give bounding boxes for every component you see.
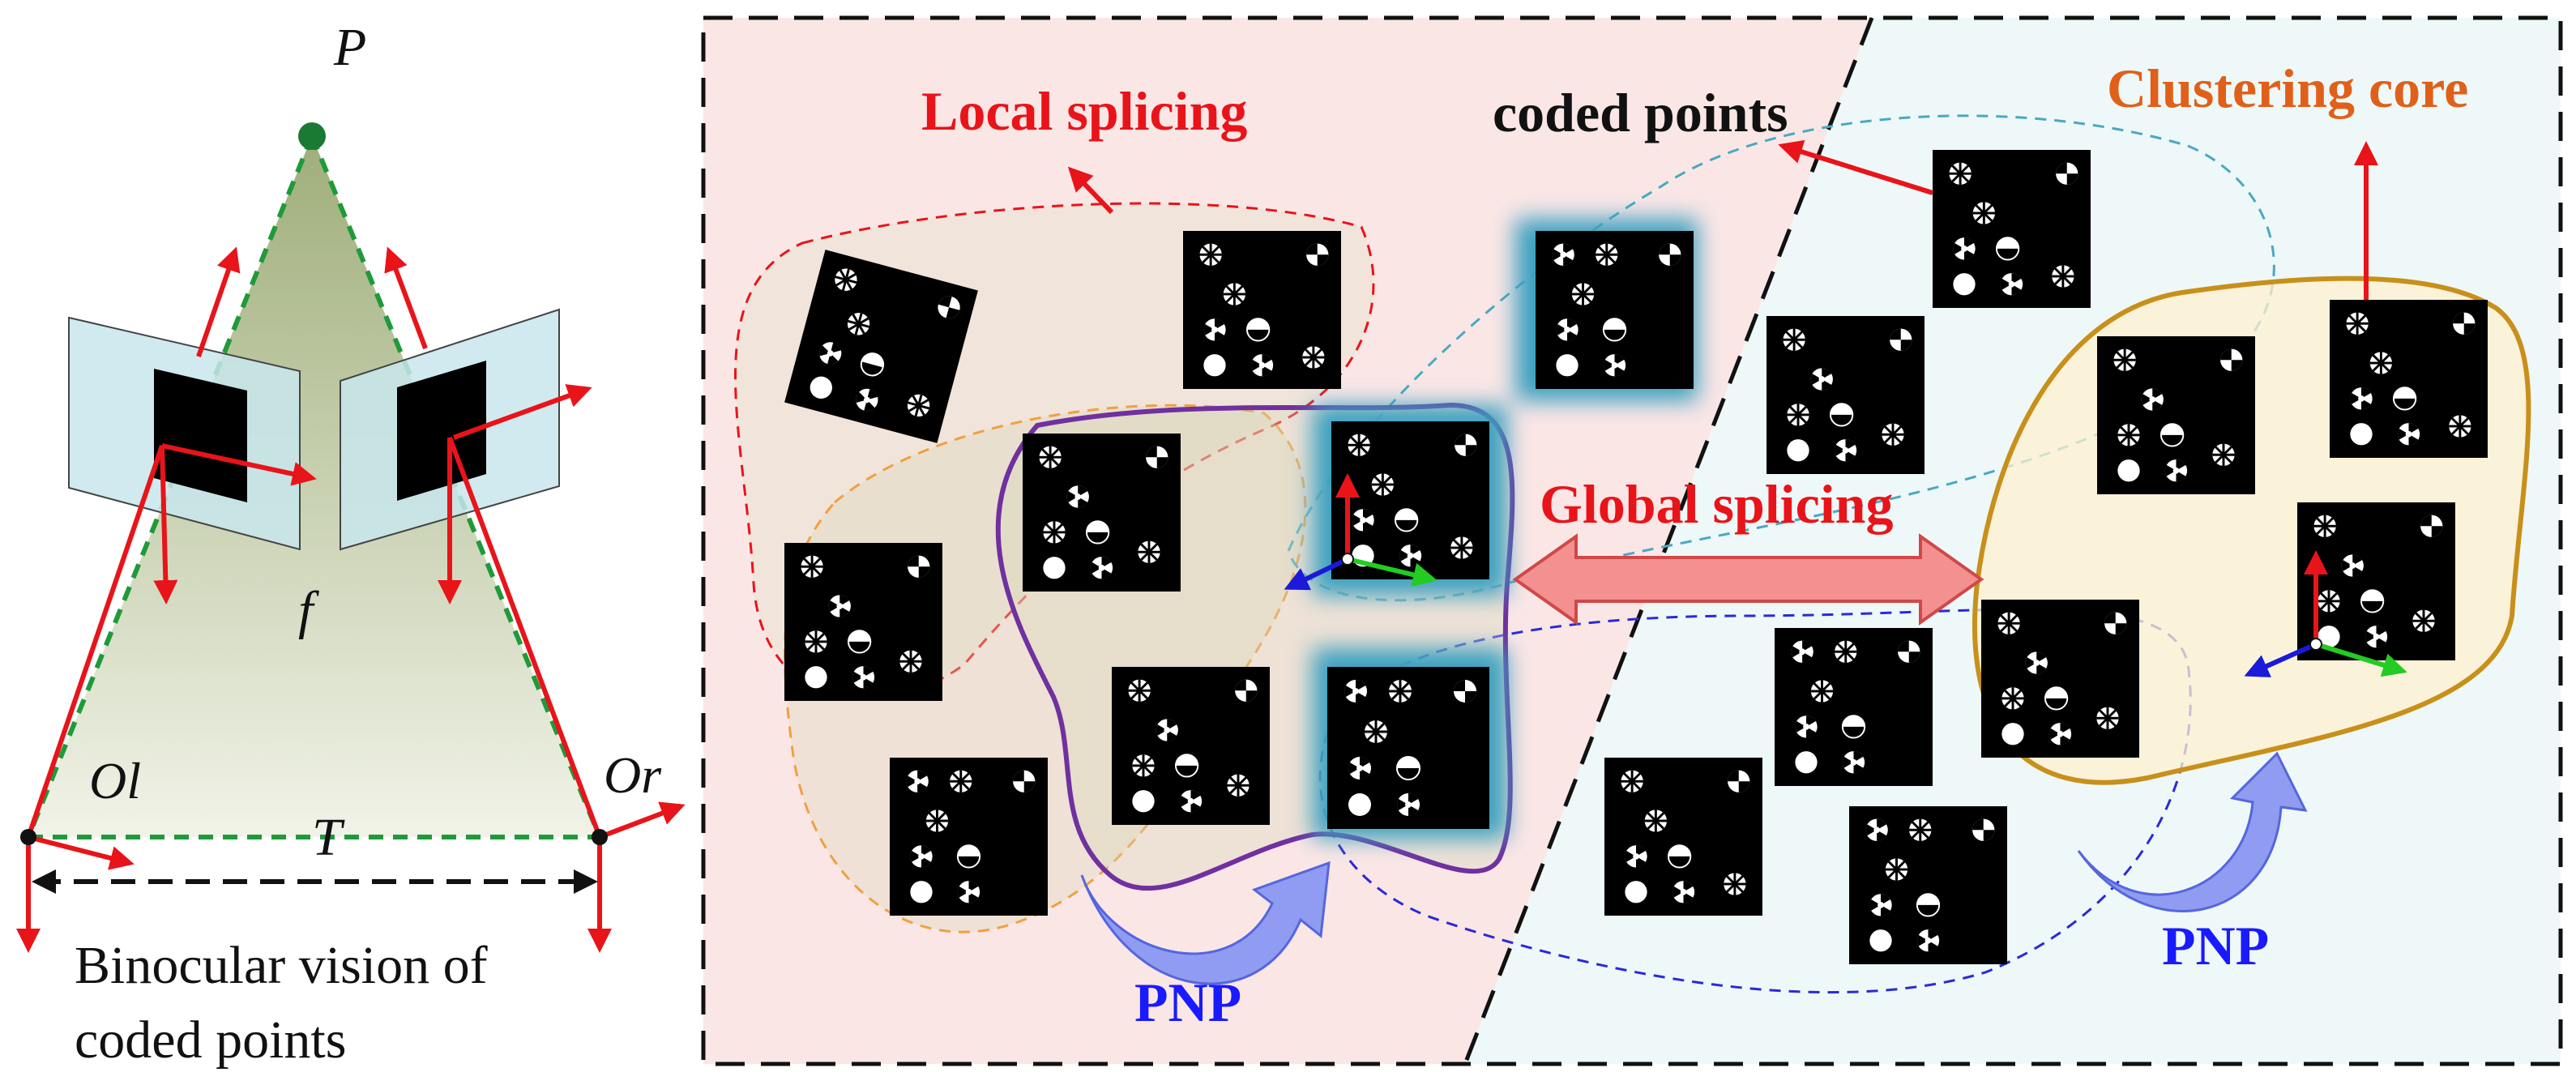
point-p-marker xyxy=(298,122,326,150)
local-splicing-pointer xyxy=(1067,166,1114,215)
coded-target xyxy=(1766,316,1925,474)
coded-target xyxy=(890,758,1048,916)
or-marker xyxy=(592,829,608,845)
binocular-panel: P f Ol Or T Binocular vision of coded po… xyxy=(16,18,686,1070)
coded-targets xyxy=(784,150,2488,964)
coded-target xyxy=(2330,300,2488,458)
region-divider xyxy=(1463,17,1874,1065)
right-camera-ray xyxy=(447,436,602,839)
coded-target xyxy=(1023,434,1181,592)
coordinate-axes-global xyxy=(2244,550,2407,677)
coded-target xyxy=(2297,502,2455,660)
coded-target xyxy=(1775,628,1933,786)
coded-target xyxy=(1933,150,2091,308)
coded-target xyxy=(1536,231,1694,389)
coded-target xyxy=(1183,231,1341,389)
blue-dashed-cluster xyxy=(1318,608,2192,994)
coded-target xyxy=(784,250,978,443)
coded-target xyxy=(1331,421,1489,579)
label-or: Or xyxy=(604,746,662,804)
coded-target xyxy=(1604,758,1762,916)
global-origin-marker xyxy=(2309,638,2322,651)
coded-target xyxy=(1849,806,2007,964)
coded-target xyxy=(1327,667,1489,829)
coded-target xyxy=(1981,600,2139,758)
left-camera-ray xyxy=(26,445,164,838)
label-clustering-core: Clustering core xyxy=(2107,58,2468,119)
label-local-splicing: Local splicing xyxy=(921,80,1247,142)
local-origin-marker xyxy=(1341,553,1354,566)
coded-target xyxy=(1112,667,1270,825)
caption-line-1: Binocular vision of xyxy=(75,936,488,995)
label-coded-points: coded points xyxy=(1493,82,1788,143)
camera-axes xyxy=(16,246,686,953)
left-plane-target xyxy=(154,369,247,502)
view-triangle xyxy=(28,136,600,837)
coded-target xyxy=(2097,336,2255,494)
ol-marker xyxy=(20,829,36,845)
right-plane-target xyxy=(397,361,486,501)
splicing-panel: Local splicing coded points Clustering c… xyxy=(701,15,2563,1066)
pnp-arrow-right xyxy=(2077,751,2308,912)
label-p: P xyxy=(333,18,366,77)
label-pnp-right: PNP xyxy=(2162,915,2269,976)
global-splicing-arrow xyxy=(1512,533,1984,626)
coordinate-axes-local xyxy=(1284,473,1438,591)
label-ol: Ol xyxy=(89,752,141,809)
label-t: T xyxy=(312,808,345,867)
label-global-splicing: Global splicing xyxy=(1540,473,1893,535)
pnp-arrow-left xyxy=(1080,861,1331,985)
splicing-panel-border xyxy=(701,15,2563,1066)
coded-target xyxy=(784,543,942,701)
label-pnp-left: PNP xyxy=(1134,972,1241,1033)
caption-line-2: coded points xyxy=(75,1010,346,1070)
coded-points-pointer xyxy=(1778,139,1933,195)
